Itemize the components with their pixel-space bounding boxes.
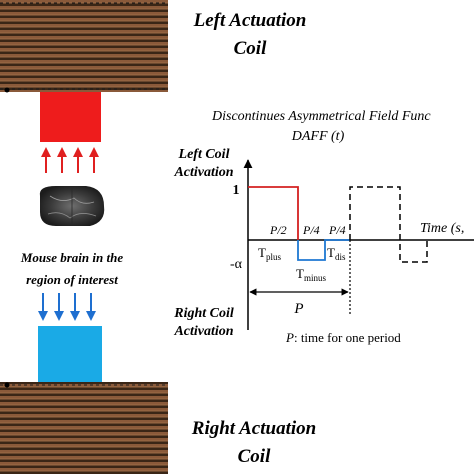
t-plus-label: Tplus: [258, 245, 281, 262]
left-actuation-coil: [0, 0, 168, 93]
right-coil-activation-line2: Activation: [173, 324, 233, 339]
next-period-dashed: [349, 186, 428, 263]
t-minus-label: Tminus: [296, 266, 326, 283]
left-coil-title-line2: Coil: [234, 38, 267, 59]
p-quarter-label-1: P/4: [302, 223, 320, 237]
left-coil-activation-line1: Left Coil: [178, 147, 230, 162]
right-coil-activation-line1: Right Coil: [173, 306, 234, 321]
mouse-brain-image: [39, 186, 105, 226]
negative-pulse: [297, 239, 350, 261]
daff-title: Discontinues Asymmetrical Field Func: [211, 109, 431, 124]
period-label: P: [293, 301, 303, 317]
right-field-block: [38, 326, 102, 382]
left-field-block: [40, 92, 101, 142]
time-axis-label: Time (s,: [420, 221, 464, 236]
brain-caption-line2: region of interest: [26, 272, 118, 287]
level-neg-alpha-label: -α: [230, 257, 243, 272]
coil-windings-top: [0, 0, 168, 92]
t-dis-label: Tdis: [327, 245, 346, 262]
positive-pulse: [248, 186, 299, 240]
right-coil-title-line2: Coil: [238, 446, 271, 467]
right-coil-title-line1: Right Actuation: [191, 418, 316, 439]
brain-caption-line1: Mouse brain in the: [20, 250, 123, 265]
coil-windings-bottom: [0, 382, 168, 474]
left-coil-activation-line2: Activation: [173, 165, 233, 180]
right-actuation-coil: [0, 382, 168, 474]
period-note: P: time for one period: [285, 330, 401, 345]
p-quarter-label-2: P/4: [328, 223, 346, 237]
right-field-arrows: [38, 293, 96, 321]
p-half-label: P/2: [269, 223, 287, 237]
daff-subtitle: DAFF (t): [291, 129, 345, 144]
left-field-arrows: [41, 147, 99, 173]
level-one-label: 1: [233, 183, 240, 198]
left-coil-title-line1: Left Actuation: [193, 10, 307, 31]
